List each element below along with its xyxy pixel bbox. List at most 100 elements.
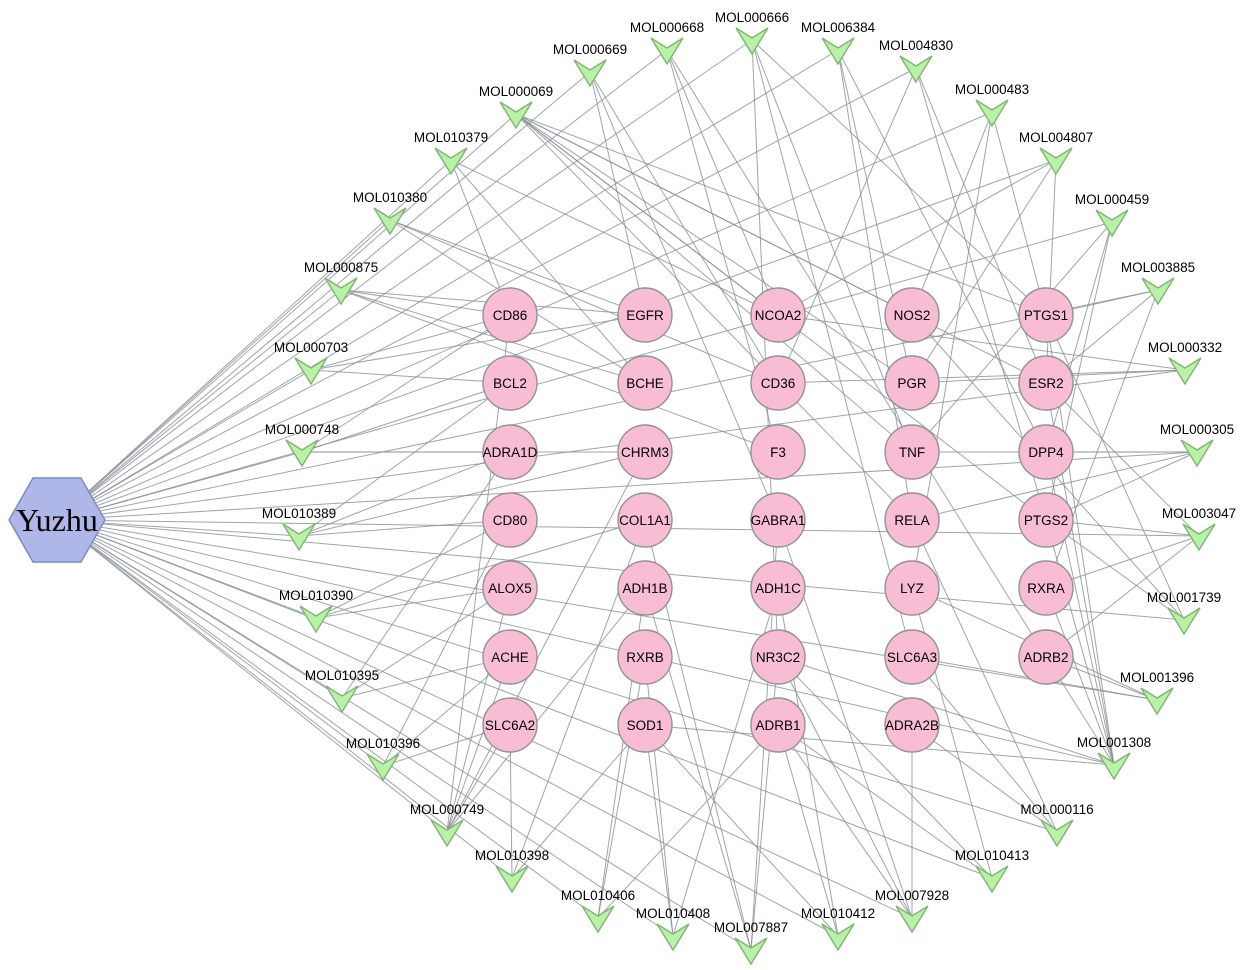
target-label: CD36 (761, 376, 796, 391)
target-node-PTGS2[interactable] (1018, 492, 1074, 548)
target-node-BCHE[interactable] (617, 355, 673, 411)
compound-node-MOL000116[interactable] (1040, 819, 1074, 848)
compound-node-MOL007928[interactable] (895, 905, 929, 934)
compound-node-MOL010413[interactable] (975, 865, 1009, 894)
target-label: ADRB1 (755, 718, 800, 733)
target-node-ALOX5[interactable] (482, 560, 538, 616)
edge-Yuzhu-MOL003885 (56, 289, 1159, 521)
edge-Yuzhu-MOL010380 (56, 219, 391, 521)
compound-node-MOL000669[interactable] (573, 59, 607, 88)
compound-node-MOL010398[interactable] (495, 865, 529, 894)
target-node-SOD1[interactable] (617, 697, 673, 753)
target-label: ADRA1D (483, 445, 538, 460)
compound-label: MOL001396 (1120, 670, 1194, 685)
compound-node-MOL003047[interactable] (1182, 523, 1216, 552)
target-node-EGFR[interactable] (617, 287, 673, 343)
target-node-PTGS1[interactable] (1018, 287, 1074, 343)
target-node-CD86[interactable] (482, 287, 538, 343)
target-node-ADH1B[interactable] (617, 560, 673, 616)
compound-label: MOL000668 (630, 20, 704, 35)
target-node-NR3C2[interactable] (750, 629, 806, 685)
target-node-LYZ[interactable] (884, 560, 940, 616)
target-node-CHRM3[interactable] (617, 424, 673, 480)
compound-node-MOL010390[interactable] (299, 605, 333, 634)
target-node-TNF[interactable] (884, 424, 940, 480)
target-node-GABRA1[interactable] (750, 492, 806, 548)
target-node-RXRA[interactable] (1018, 560, 1074, 616)
compound-label: MOL000749 (410, 802, 484, 817)
edge-MOL000116-RELA (911, 519, 1058, 833)
target-label: RELA (894, 513, 929, 528)
edge-MOL010389-ADRA1D (298, 451, 511, 537)
compound-node-MOL004807[interactable] (1039, 147, 1073, 176)
compound-node-MOL010408[interactable] (656, 923, 690, 952)
edge-Yuzhu-MOL006384 (56, 49, 839, 521)
compound-node-MOL010379[interactable] (434, 147, 468, 176)
compound-node-MOL010395[interactable] (325, 685, 359, 714)
target-node-ESR2[interactable] (1018, 355, 1074, 411)
compound-node-MOL010396[interactable] (366, 753, 400, 782)
compound-node-MOL007887[interactable] (734, 937, 768, 966)
target-node-F3[interactable] (750, 424, 806, 480)
target-node-ADRB2[interactable] (1018, 629, 1074, 685)
herb-node-yuzhu[interactable] (8, 477, 106, 563)
target-node-SLC6A2[interactable] (482, 697, 538, 753)
compound-node-MOL006384[interactable] (821, 37, 855, 66)
edge-MOL010389-BCL2 (298, 382, 511, 537)
target-node-RXRB[interactable] (617, 629, 673, 685)
compound-node-MOL000483[interactable] (975, 99, 1009, 128)
compound-node-MOL000749[interactable] (430, 819, 464, 848)
compound-node-MOL001739[interactable] (1167, 607, 1201, 636)
edge-MOL000459-TNF (911, 221, 1113, 453)
compound-node-MOL000703[interactable] (294, 357, 328, 386)
target-node-NOS2[interactable] (884, 287, 940, 343)
compound-node-MOL001396[interactable] (1140, 687, 1174, 716)
target-node-ADRB1[interactable] (750, 697, 806, 753)
compound-node-MOL000459[interactable] (1095, 209, 1129, 238)
edge-MOL000669-GABRA1 (589, 71, 779, 521)
target-label: COL1A1 (619, 513, 671, 528)
compound-node-MOL000668[interactable] (650, 37, 684, 66)
compound-node-MOL003885[interactable] (1141, 277, 1175, 306)
edge-MOL010380-EGFR (389, 219, 646, 316)
target-node-SLC6A3[interactable] (884, 629, 940, 685)
compound-label: MOL010412 (801, 906, 875, 921)
target-node-CD36[interactable] (750, 355, 806, 411)
compound-node-MOL000069[interactable] (499, 101, 533, 130)
compound-node-MOL004830[interactable] (899, 55, 933, 84)
target-node-COL1A1[interactable] (617, 492, 673, 548)
target-node-NCOA2[interactable] (750, 287, 806, 343)
compound-node-MOL000305[interactable] (1180, 439, 1214, 468)
target-node-CD80[interactable] (482, 492, 538, 548)
edge-MOL010390-COL1A1 (315, 519, 646, 619)
edge-MOL000749-ACHE (446, 656, 511, 833)
compound-label: MOL004830 (879, 38, 953, 53)
compound-node-MOL010389[interactable] (282, 523, 316, 552)
compound-label: MOL010406 (561, 888, 635, 903)
compound-node-MOL001308[interactable] (1097, 752, 1131, 781)
target-node-ADRA1D[interactable] (482, 424, 538, 480)
target-node-BCL2[interactable] (482, 355, 538, 411)
compound-label: MOL000875 (304, 260, 378, 275)
compound-node-MOL010412[interactable] (821, 923, 855, 952)
target-node-ADH1C[interactable] (750, 560, 806, 616)
target-node-ADRA2B[interactable] (884, 697, 940, 753)
target-node-RELA[interactable] (884, 492, 940, 548)
edge-MOL010389-CD80 (298, 519, 511, 537)
compound-node-MOL010380[interactable] (373, 207, 407, 236)
edge-MOL000069-PGR (515, 113, 913, 384)
edge-MOL010395-ACHE (341, 656, 511, 699)
compound-node-MOL000332[interactable] (1168, 357, 1202, 386)
compound-label: MOL000116 (1020, 802, 1093, 817)
compound-label: MOL000483 (955, 82, 1029, 97)
target-node-ACHE[interactable] (482, 629, 538, 685)
compound-node-MOL000748[interactable] (285, 439, 319, 468)
compound-node-MOL000666[interactable] (735, 27, 769, 56)
target-label: F3 (770, 445, 786, 460)
compound-node-MOL000875[interactable] (324, 277, 358, 306)
target-node-PGR[interactable] (884, 355, 940, 411)
compound-node-MOL010406[interactable] (581, 905, 615, 934)
target-node-DPP4[interactable] (1018, 424, 1074, 480)
